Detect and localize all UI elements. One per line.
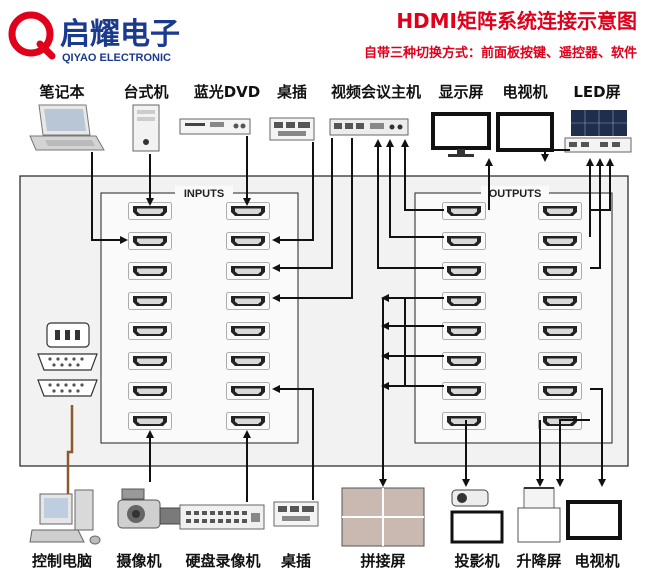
outputs-panel — [414, 192, 613, 444]
bottom-device-label-projector: 投影机 — [454, 552, 499, 570]
hdmi-input-port — [128, 202, 172, 220]
logo-mark-icon — [8, 11, 56, 60]
bluray-player-icon — [179, 118, 251, 135]
hdmi-input-port — [226, 292, 270, 310]
hdmi-output-port — [538, 292, 582, 310]
hdmi-output-port — [442, 352, 486, 370]
hdmi-input-port — [128, 382, 172, 400]
hdmi-output-port — [442, 262, 486, 280]
bottom-device-label-video-wall: 拼接屏 — [360, 552, 405, 570]
top-device-label-tv: 电视机 — [502, 83, 547, 101]
logo: 启耀电子 QIYAO ELECTRONIC — [8, 11, 180, 64]
lift-screen-icon — [517, 487, 561, 543]
outputs-label: OUTPUTS — [489, 188, 542, 200]
connection-lines — [91, 136, 614, 502]
hdmi-output-port — [538, 322, 582, 340]
hdmi-output-port — [538, 382, 582, 400]
tv-icon — [566, 500, 622, 540]
power-socket-icon — [46, 322, 90, 348]
hdmi-input-port — [128, 412, 172, 430]
led-screen-icon — [564, 110, 632, 153]
hdmi-input-port — [128, 292, 172, 310]
dvr-icon — [179, 504, 265, 530]
camcorder-icon — [117, 488, 181, 529]
hdmi-input-port — [226, 352, 270, 370]
desk-socket-icon — [269, 117, 315, 141]
hdmi-input-port — [128, 232, 172, 250]
logo-name-cn: 启耀电子 — [60, 17, 180, 52]
hdmi-output-port — [538, 202, 582, 220]
hdmi-input-port — [226, 262, 270, 280]
top-device-label-led: LED屏 — [573, 83, 620, 101]
hdmi-output-port — [442, 232, 486, 250]
laptop-icon — [29, 104, 105, 151]
hdmi-output-port — [442, 202, 486, 220]
hdmi-input-port — [226, 322, 270, 340]
top-device-label-desk-socket: 桌插 — [276, 83, 307, 101]
bottom-device-label-lift-screen: 升降屏 — [516, 552, 561, 570]
desktop-tower-icon — [132, 104, 160, 152]
hdmi-output-port — [442, 322, 486, 340]
page-title: HDMI矩阵系统连接示意图 — [396, 9, 637, 33]
bottom-device-label-tv: 电视机 — [574, 552, 619, 570]
tv-icon — [496, 112, 554, 152]
bottom-device-label-desk-socket: 桌插 — [280, 552, 311, 570]
desk-socket-icon — [273, 501, 319, 527]
inputs-label: INPUTS — [184, 188, 224, 200]
control-cable — [66, 405, 74, 500]
hdmi-input-port — [226, 382, 270, 400]
top-device-label-bluray: 蓝光DVD — [194, 83, 261, 101]
hdmi-input-port — [128, 352, 172, 370]
logo-name-en: QIYAO ELECTRONIC — [62, 52, 171, 64]
projector-icon — [450, 489, 504, 544]
hdmi-input-port — [226, 412, 270, 430]
hdmi-output-port — [442, 292, 486, 310]
hdmi-input-port — [128, 322, 172, 340]
control-pc-icon — [29, 489, 101, 545]
top-device-label-monitor: 显示屏 — [438, 83, 483, 101]
top-device-label-desktop: 台式机 — [123, 83, 168, 101]
hdmi-output-port — [538, 232, 582, 250]
monitor-icon — [431, 112, 491, 157]
video-wall-icon — [341, 487, 425, 547]
hdmi-input-port — [226, 232, 270, 250]
hdmi-output-port — [538, 262, 582, 280]
hdmi-input-port — [128, 262, 172, 280]
inputs-panel — [100, 192, 299, 444]
top-device-label-video-conference: 视频会议主机 — [331, 83, 421, 101]
control-panel — [37, 322, 98, 397]
video-conference-host-icon — [329, 118, 409, 136]
hdmi-output-port — [442, 382, 486, 400]
serial-port-icon — [37, 353, 98, 371]
page-subtitle: 自带三种切换方式：前面板按键、遥控器、软件 — [364, 45, 637, 61]
bottom-device-label-camcorder: 摄像机 — [116, 552, 161, 570]
hdmi-output-port — [538, 352, 582, 370]
top-device-label-laptop: 笔记本 — [39, 83, 84, 101]
bottom-device-label-dvr: 硬盘录像机 — [185, 552, 260, 570]
serial-port-icon — [37, 379, 98, 397]
hdmi-output-port — [442, 412, 486, 430]
bottom-device-label-control-pc: 控制电脑 — [32, 552, 92, 570]
hdmi-input-port — [226, 202, 270, 220]
